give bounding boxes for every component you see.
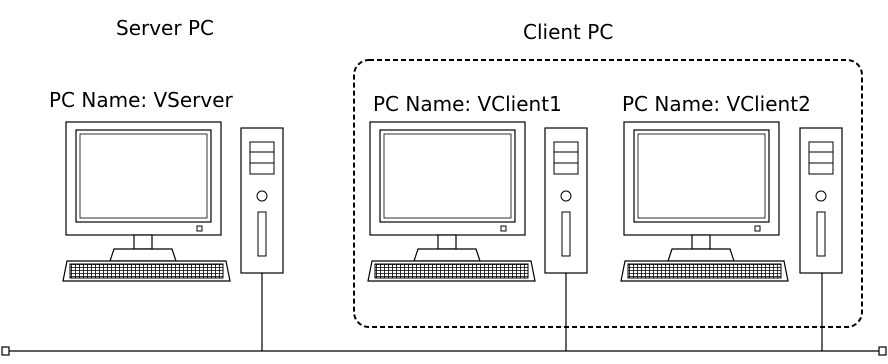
client2-pc-name: PC Name: VClient2: [622, 92, 811, 116]
client1-tower-icon: [544, 127, 588, 274]
server-keyboard-icon: [62, 260, 231, 282]
server-group-label: Server PC: [116, 16, 214, 40]
client1-pc-name: PC Name: VClient1: [373, 92, 562, 116]
server-pc-name: PC Name: VServer: [49, 88, 233, 112]
server-monitor-icon: [65, 121, 222, 262]
bus-terminator-left: [1, 346, 10, 356]
client1-keyboard-icon: [367, 260, 536, 282]
bus-terminator-right: [878, 346, 887, 356]
client2-tower-icon: [799, 127, 843, 274]
client-group-boundary: [353, 59, 863, 328]
client1-pc: [367, 121, 588, 282]
client-group-label: Client PC: [523, 20, 614, 44]
client2-pc: [620, 121, 843, 282]
server-tower-icon: [240, 127, 284, 274]
client2-keyboard-icon: [620, 260, 789, 282]
client2-monitor-icon: [623, 121, 780, 262]
client1-monitor-icon: [369, 121, 526, 262]
server-pc: [62, 121, 284, 282]
